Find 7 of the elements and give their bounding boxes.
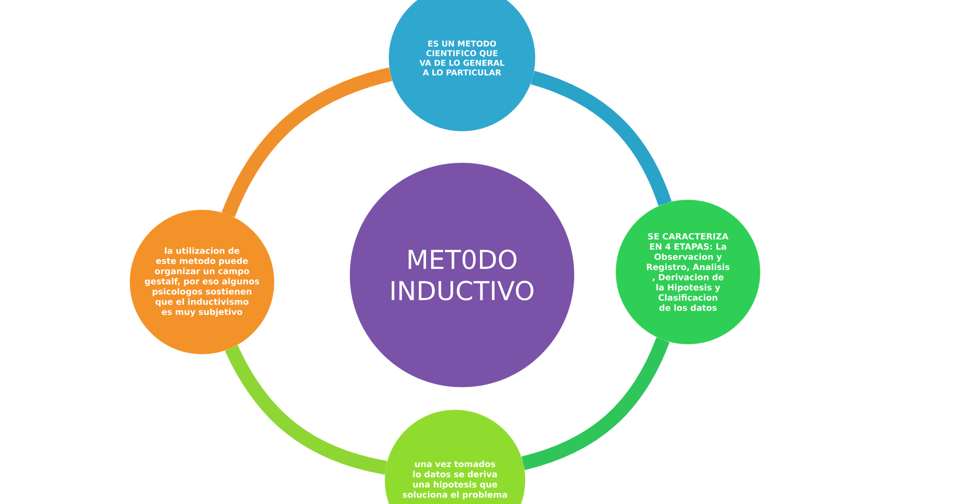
ring-arc bbox=[530, 70, 672, 206]
ring-arc bbox=[222, 67, 392, 218]
circle-node: SE CARACTERIZA EN 4 ETAPAS: La Observacion y Registro, Analisis , Derivacion de la Hipotesis y Clasificacion de los datos bbox=[616, 200, 760, 344]
ring-arc bbox=[225, 344, 388, 475]
circle-node: la utilizacion de este metodo puede organizar un campo gestalf, por eso algunos psicologos sostienen que el inductivismo es muy subjetivo bbox=[130, 210, 274, 354]
circle-node: una vez tomados lo datos se deriva una hipotesis que soluciona el problema bbox=[384, 410, 526, 504]
ring-arc bbox=[521, 337, 670, 470]
